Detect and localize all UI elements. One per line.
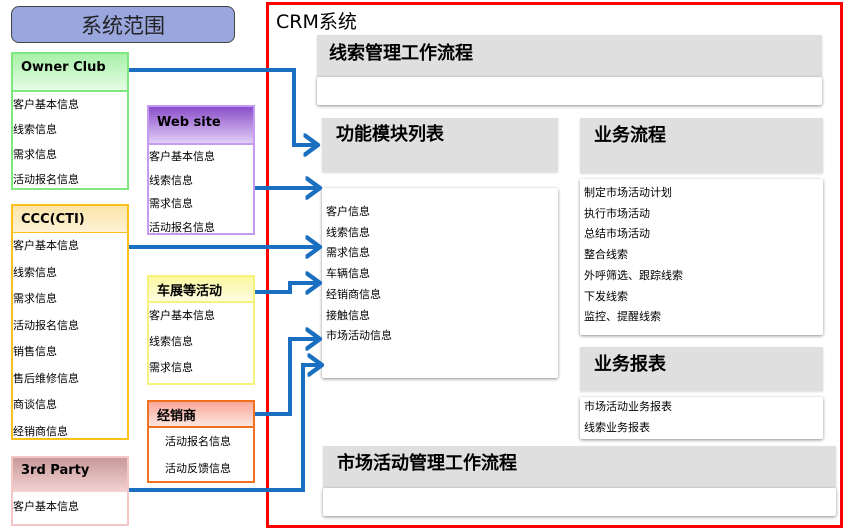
source-website: Web site 客户基本信息 线索信息 需求信息 活动报名信息	[147, 105, 255, 235]
source-item: 商谈信息	[13, 398, 57, 411]
panel-body: 制定市场活动计划 执行市场活动 总结市场活动 整合线索 外呼筛选、跟踪线索 下发…	[580, 179, 823, 335]
campaign-management-workflow-panel: 市场活动管理工作流程	[323, 446, 836, 516]
source-item: 活动报名信息	[149, 220, 215, 234]
module-item: 车辆信息	[326, 267, 370, 281]
function-module-list-panel: 功能模块列表 客户信息 线索信息 需求信息 车辆信息 经销商信息 接触信息 市场…	[322, 118, 558, 378]
panel-header: 业务报表	[580, 347, 823, 391]
source-item: 线索信息	[149, 173, 193, 187]
source-item: 客户基本信息	[149, 150, 215, 163]
source-ccc-cti: CCC(CTI) 客户基本信息 线索信息 需求信息 活动报名信息 销售信息 售后…	[11, 204, 129, 440]
source-item: 客户基本信息	[13, 98, 79, 111]
crm-system-frame	[266, 2, 843, 528]
source-item: 经销商信息	[13, 424, 68, 438]
source-item: 线索信息	[13, 265, 57, 279]
module-item: 接触信息	[326, 308, 370, 322]
report-item: 市场活动业务报表	[584, 400, 672, 413]
source-item: 需求信息	[149, 197, 193, 210]
panel-header: 业务流程	[580, 118, 823, 173]
module-item: 经销商信息	[326, 287, 381, 301]
source-item: 活动报名信息	[13, 318, 79, 332]
source-item: 客户基本信息	[149, 309, 215, 322]
module-item: 线索信息	[326, 225, 370, 239]
process-item: 制定市场活动计划	[584, 186, 672, 199]
arrow-auto-show	[255, 283, 320, 292]
source-owner-club: Owner Club 客户基本信息 线索信息 需求信息 活动报名信息	[11, 52, 129, 190]
process-item: 执行市场活动	[584, 206, 650, 220]
system-scope-title: 系统范围	[11, 6, 235, 43]
module-item: 客户信息	[326, 205, 370, 218]
module-item: 市场活动信息	[326, 329, 392, 343]
source-dealer: 经销商 活动报名信息 活动反馈信息	[147, 400, 255, 483]
arrow-3rd-party	[129, 365, 322, 492]
panel-body	[323, 488, 836, 516]
process-item: 外呼筛选、跟踪线索	[584, 268, 683, 282]
business-process-panel: 业务流程 制定市场活动计划 执行市场活动 总结市场活动 整合线索 外呼筛选、跟踪…	[580, 118, 823, 336]
panel-header: 市场活动管理工作流程	[323, 446, 836, 488]
process-item: 下发线索	[584, 289, 628, 303]
module-item: 需求信息	[326, 246, 370, 260]
system-scope-label: 系统范围	[81, 13, 165, 38]
business-reports-panel: 业务报表 市场活动业务报表 线索业务报表	[580, 347, 823, 439]
panel-header: 功能模块列表	[322, 118, 558, 172]
source-item: 活动反馈信息	[165, 462, 231, 475]
panel-body: 客户信息 线索信息 需求信息 车辆信息 经销商信息 接触信息 市场活动信息	[322, 188, 558, 378]
process-item: 总结市场活动	[584, 227, 650, 241]
source-item: 销售信息	[13, 345, 57, 358]
source-item: 活动报名信息	[13, 173, 79, 186]
source-header: 车展等活动	[149, 277, 253, 303]
crm-system-title: CRM系统	[276, 11, 357, 33]
source-item: 需求信息	[149, 361, 193, 374]
lead-management-workflow-panel: 线索管理工作流程	[317, 35, 822, 105]
panel-header: 线索管理工作流程	[317, 35, 822, 77]
source-item: 线索信息	[149, 335, 193, 348]
source-header: CCC(CTI)	[13, 206, 127, 233]
source-item: 线索信息	[13, 123, 57, 136]
source-item: 客户基本信息	[13, 500, 79, 513]
report-item: 线索业务报表	[584, 420, 650, 434]
panel-body	[317, 77, 822, 105]
source-item: 客户基本信息	[13, 239, 79, 252]
arrow-owner-club	[129, 68, 318, 145]
source-item: 售后维修信息	[13, 371, 79, 385]
source-item: 需求信息	[13, 148, 57, 161]
source-header: 3rd Party	[13, 458, 127, 492]
source-header: 经销商	[149, 402, 253, 428]
panel-body: 市场活动业务报表 线索业务报表	[580, 397, 823, 439]
source-header: Web site	[149, 107, 253, 145]
source-3rd-party: 3rd Party 客户基本信息	[11, 456, 129, 526]
source-auto-show-events: 车展等活动 客户基本信息 线索信息 需求信息	[147, 275, 255, 385]
arrow-dealer	[255, 339, 320, 416]
source-header: Owner Club	[13, 54, 127, 92]
source-item: 活动报名信息	[165, 435, 231, 448]
process-item: 监控、提醒线索	[584, 310, 661, 324]
process-item: 整合线索	[584, 248, 628, 262]
source-item: 需求信息	[13, 292, 57, 305]
